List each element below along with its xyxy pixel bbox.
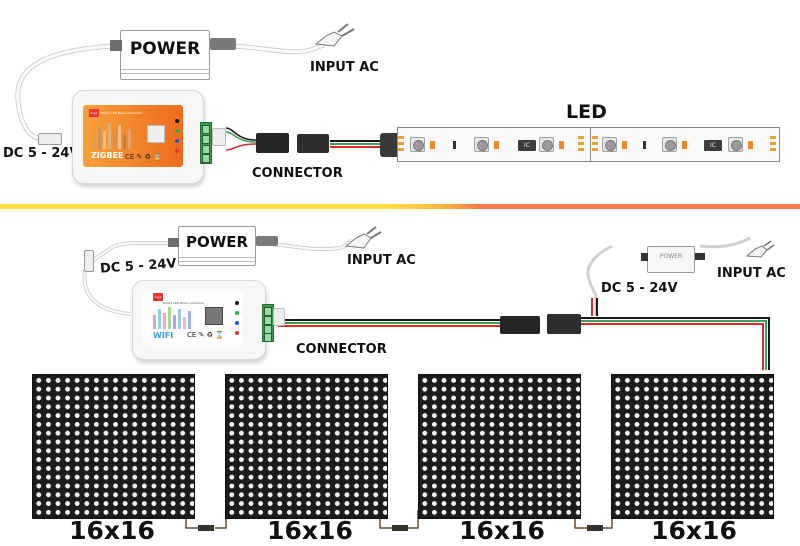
top-zigbee-controller: tuya Smart LED Music Controller ZIGBEE C… (72, 90, 204, 184)
led-matrix-panel-3 (418, 374, 581, 519)
bottom-connector-label: CONNECTOR (296, 342, 387, 357)
strip-cut-line (590, 128, 591, 161)
led-chip (474, 137, 489, 152)
ic-chip: IC (518, 140, 536, 151)
led-chip (602, 137, 617, 152)
top-power-cables (15, 42, 385, 151)
matrix-size-label-3: 16x16 (459, 516, 545, 545)
power-cable-clamp-right (210, 38, 236, 50)
bottom-pin-gnd-dot (235, 301, 239, 305)
jumper-connector-1 (198, 525, 214, 531)
secondary-power-supply: POWER (647, 246, 695, 273)
matrix-size-label-4: 16x16 (651, 516, 737, 545)
bottom-pin-clk-dot (235, 321, 239, 325)
top-input-ac-label: INPUT AC (310, 60, 379, 75)
section-divider (0, 204, 800, 209)
bottom-brand-badge: tuya (153, 293, 163, 301)
top-power-supply: POWER (120, 30, 210, 80)
pin-vcc-dot (175, 149, 179, 153)
certification-icons: CE ✎ ♻ ⌛ (125, 153, 162, 161)
secondary-input-ac-label: INPUT AC (717, 266, 786, 281)
led-matrix-panel-2 (225, 374, 388, 519)
bottom-qr-code-icon (205, 307, 223, 325)
top-power-label: POWER (129, 39, 201, 59)
matrix-size-label-1: 16x16 (69, 516, 155, 545)
bottom-power-supply: POWER (178, 226, 256, 266)
top-terminal-block (200, 122, 212, 164)
bottom-ac-plug-icon (344, 226, 382, 249)
bottom-power-clamp-right (256, 236, 278, 246)
led-matrix-panel-4 (611, 374, 774, 519)
bottom-connector-male (547, 314, 581, 334)
bottom-controller-face: tuya Smart LED Music Controller WIFI CE … (143, 291, 243, 345)
bottom-certification-icons: CE ✎ ♻ ⌛ (187, 331, 224, 339)
equalizer-graphic (93, 123, 131, 149)
led-chip (410, 137, 425, 152)
strip-lead-boot (380, 133, 402, 157)
bottom-equalizer-graphic (153, 307, 191, 329)
pin-clk-dot (175, 139, 179, 143)
bottom-power-clamp-left (168, 238, 179, 247)
led-chip (728, 137, 743, 152)
protocol-text: ZIGBEE (91, 151, 124, 160)
secondary-dc-voltage-label: DC 5 - 24V (601, 281, 678, 296)
bottom-wifi-controller: tuya Smart LED Music Controller WIFI CE … (132, 280, 266, 360)
bottom-pin-dat-dot (235, 311, 239, 315)
led-chip (539, 137, 554, 152)
product-text: Smart LED Music Controller (101, 111, 143, 115)
bottom-mounting-tab (273, 308, 285, 326)
top-connector-label: CONNECTOR (252, 166, 343, 181)
jumper-connector-3 (587, 525, 603, 531)
top-connector-male (297, 134, 329, 153)
bottom-product-text: Smart LED Music Controller (163, 301, 205, 305)
pin-gnd-dot (175, 119, 179, 123)
top-controller-face: tuya Smart LED Music Controller ZIGBEE C… (83, 105, 183, 167)
led-label: LED (566, 101, 607, 123)
brand-badge: tuya (89, 109, 99, 117)
bottom-power-label: POWER (185, 233, 249, 251)
dc-jack-icon (38, 133, 62, 145)
jumper-connector-2 (392, 525, 408, 531)
led-chip (662, 137, 677, 152)
bottom-connector-female (500, 316, 540, 334)
secondary-power-clamp-right (695, 253, 705, 260)
led-strip: IC IC (397, 127, 780, 162)
secondary-ac-plug-icon (745, 240, 775, 258)
secondary-power-clamp-left (641, 253, 648, 261)
qr-code-icon (147, 125, 165, 143)
bottom-dc-jack-icon (84, 250, 94, 272)
secondary-power-label: POWER (659, 253, 683, 260)
mounting-tab (212, 128, 226, 146)
bottom-input-ac-label: INPUT AC (347, 253, 416, 268)
led-matrix-panel-1 (32, 374, 195, 519)
top-connector-female (256, 133, 289, 153)
ac-plug-icon (314, 23, 355, 47)
ic-chip: IC (704, 140, 722, 151)
bottom-pin-vcc-dot (235, 331, 239, 335)
top-dc-voltage-label: DC 5 - 24V (3, 146, 80, 161)
pin-dat-dot (175, 129, 179, 133)
matrix-size-label-2: 16x16 (267, 516, 353, 545)
bottom-protocol-text: WIFI (153, 331, 174, 340)
power-cable-clamp-left (110, 40, 122, 51)
